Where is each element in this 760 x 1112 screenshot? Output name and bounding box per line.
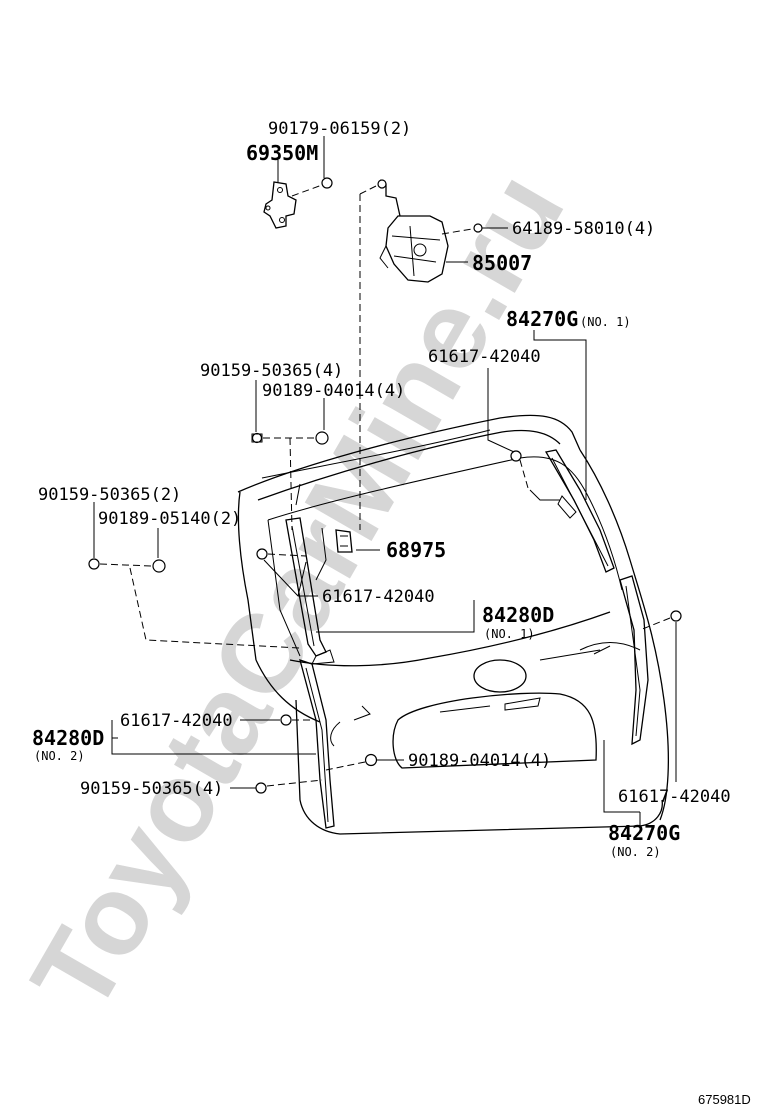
- bolt-icon: [251, 432, 263, 444]
- label-90189-05140: 90189-05140(2): [98, 509, 241, 529]
- bolt-icon: [255, 782, 267, 794]
- back-door-outline: [237, 414, 669, 835]
- clip-icon: [670, 610, 682, 622]
- clip-icon: [256, 548, 268, 560]
- lock-bracket-69350m: [263, 181, 297, 229]
- door-motor-85007: [379, 179, 449, 283]
- nut-icon: [364, 753, 378, 767]
- label-90159-50365-upper: 90159-50365(4): [200, 361, 343, 381]
- note-84270g-no1: (NO. 1): [580, 315, 631, 329]
- bolt-icon: [321, 177, 333, 189]
- label-68975: 68975: [386, 538, 446, 562]
- screw-icon: [473, 223, 483, 233]
- label-61617-42040-low: 61617-42040: [120, 711, 233, 731]
- note-84280d-no1: (NO. 1): [484, 627, 535, 641]
- label-84280d-no2: 84280D: [32, 726, 104, 750]
- clip-icon: [280, 714, 292, 726]
- clip-icon: [510, 450, 522, 462]
- label-61617-42040-right: 61617-42040: [618, 787, 731, 807]
- nut-icon: [315, 431, 329, 445]
- label-90189-04014-upper: 90189-04014(4): [262, 381, 405, 401]
- label-84280d-no1: 84280D: [482, 603, 554, 627]
- bolt-icon: [88, 558, 100, 570]
- label-64189-58010: 64189-58010(4): [512, 219, 655, 239]
- label-90189-04014-low: 90189-04014(4): [408, 751, 551, 771]
- watermark-text: ToyotaCarMine.ru: [8, 152, 588, 1032]
- label-61617-42040-mid: 61617-42040: [322, 587, 435, 607]
- label-85007: 85007: [472, 251, 532, 275]
- label-84270g-no1: 84270G: [506, 307, 578, 331]
- drawing-reference: 675981D: [698, 1092, 751, 1107]
- label-90159-50365-low: 90159-50365(4): [80, 779, 223, 799]
- nut-icon: [152, 559, 166, 573]
- weatherstrip-84270g-no2: [619, 575, 649, 746]
- weatherstrip-84270g-no1: [529, 449, 615, 573]
- weatherstrip-84280d-no2: [299, 659, 335, 829]
- weatherstrip-84280d-no1: [285, 517, 335, 665]
- label-84270g-no2: 84270G: [608, 821, 680, 845]
- label-90179-06159: 90179-06159(2): [268, 119, 411, 139]
- bolt-icon: [377, 179, 387, 189]
- note-84270g-no2: (NO. 2): [610, 845, 661, 859]
- label-69350m: 69350M: [246, 141, 318, 165]
- label-61617-42040-top: 61617-42040: [428, 347, 541, 367]
- clip-68975: [335, 529, 353, 553]
- note-84280d-no2: (NO. 2): [34, 749, 85, 763]
- label-90159-50365-left: 90159-50365(2): [38, 485, 181, 505]
- leader-lines: [93, 136, 677, 826]
